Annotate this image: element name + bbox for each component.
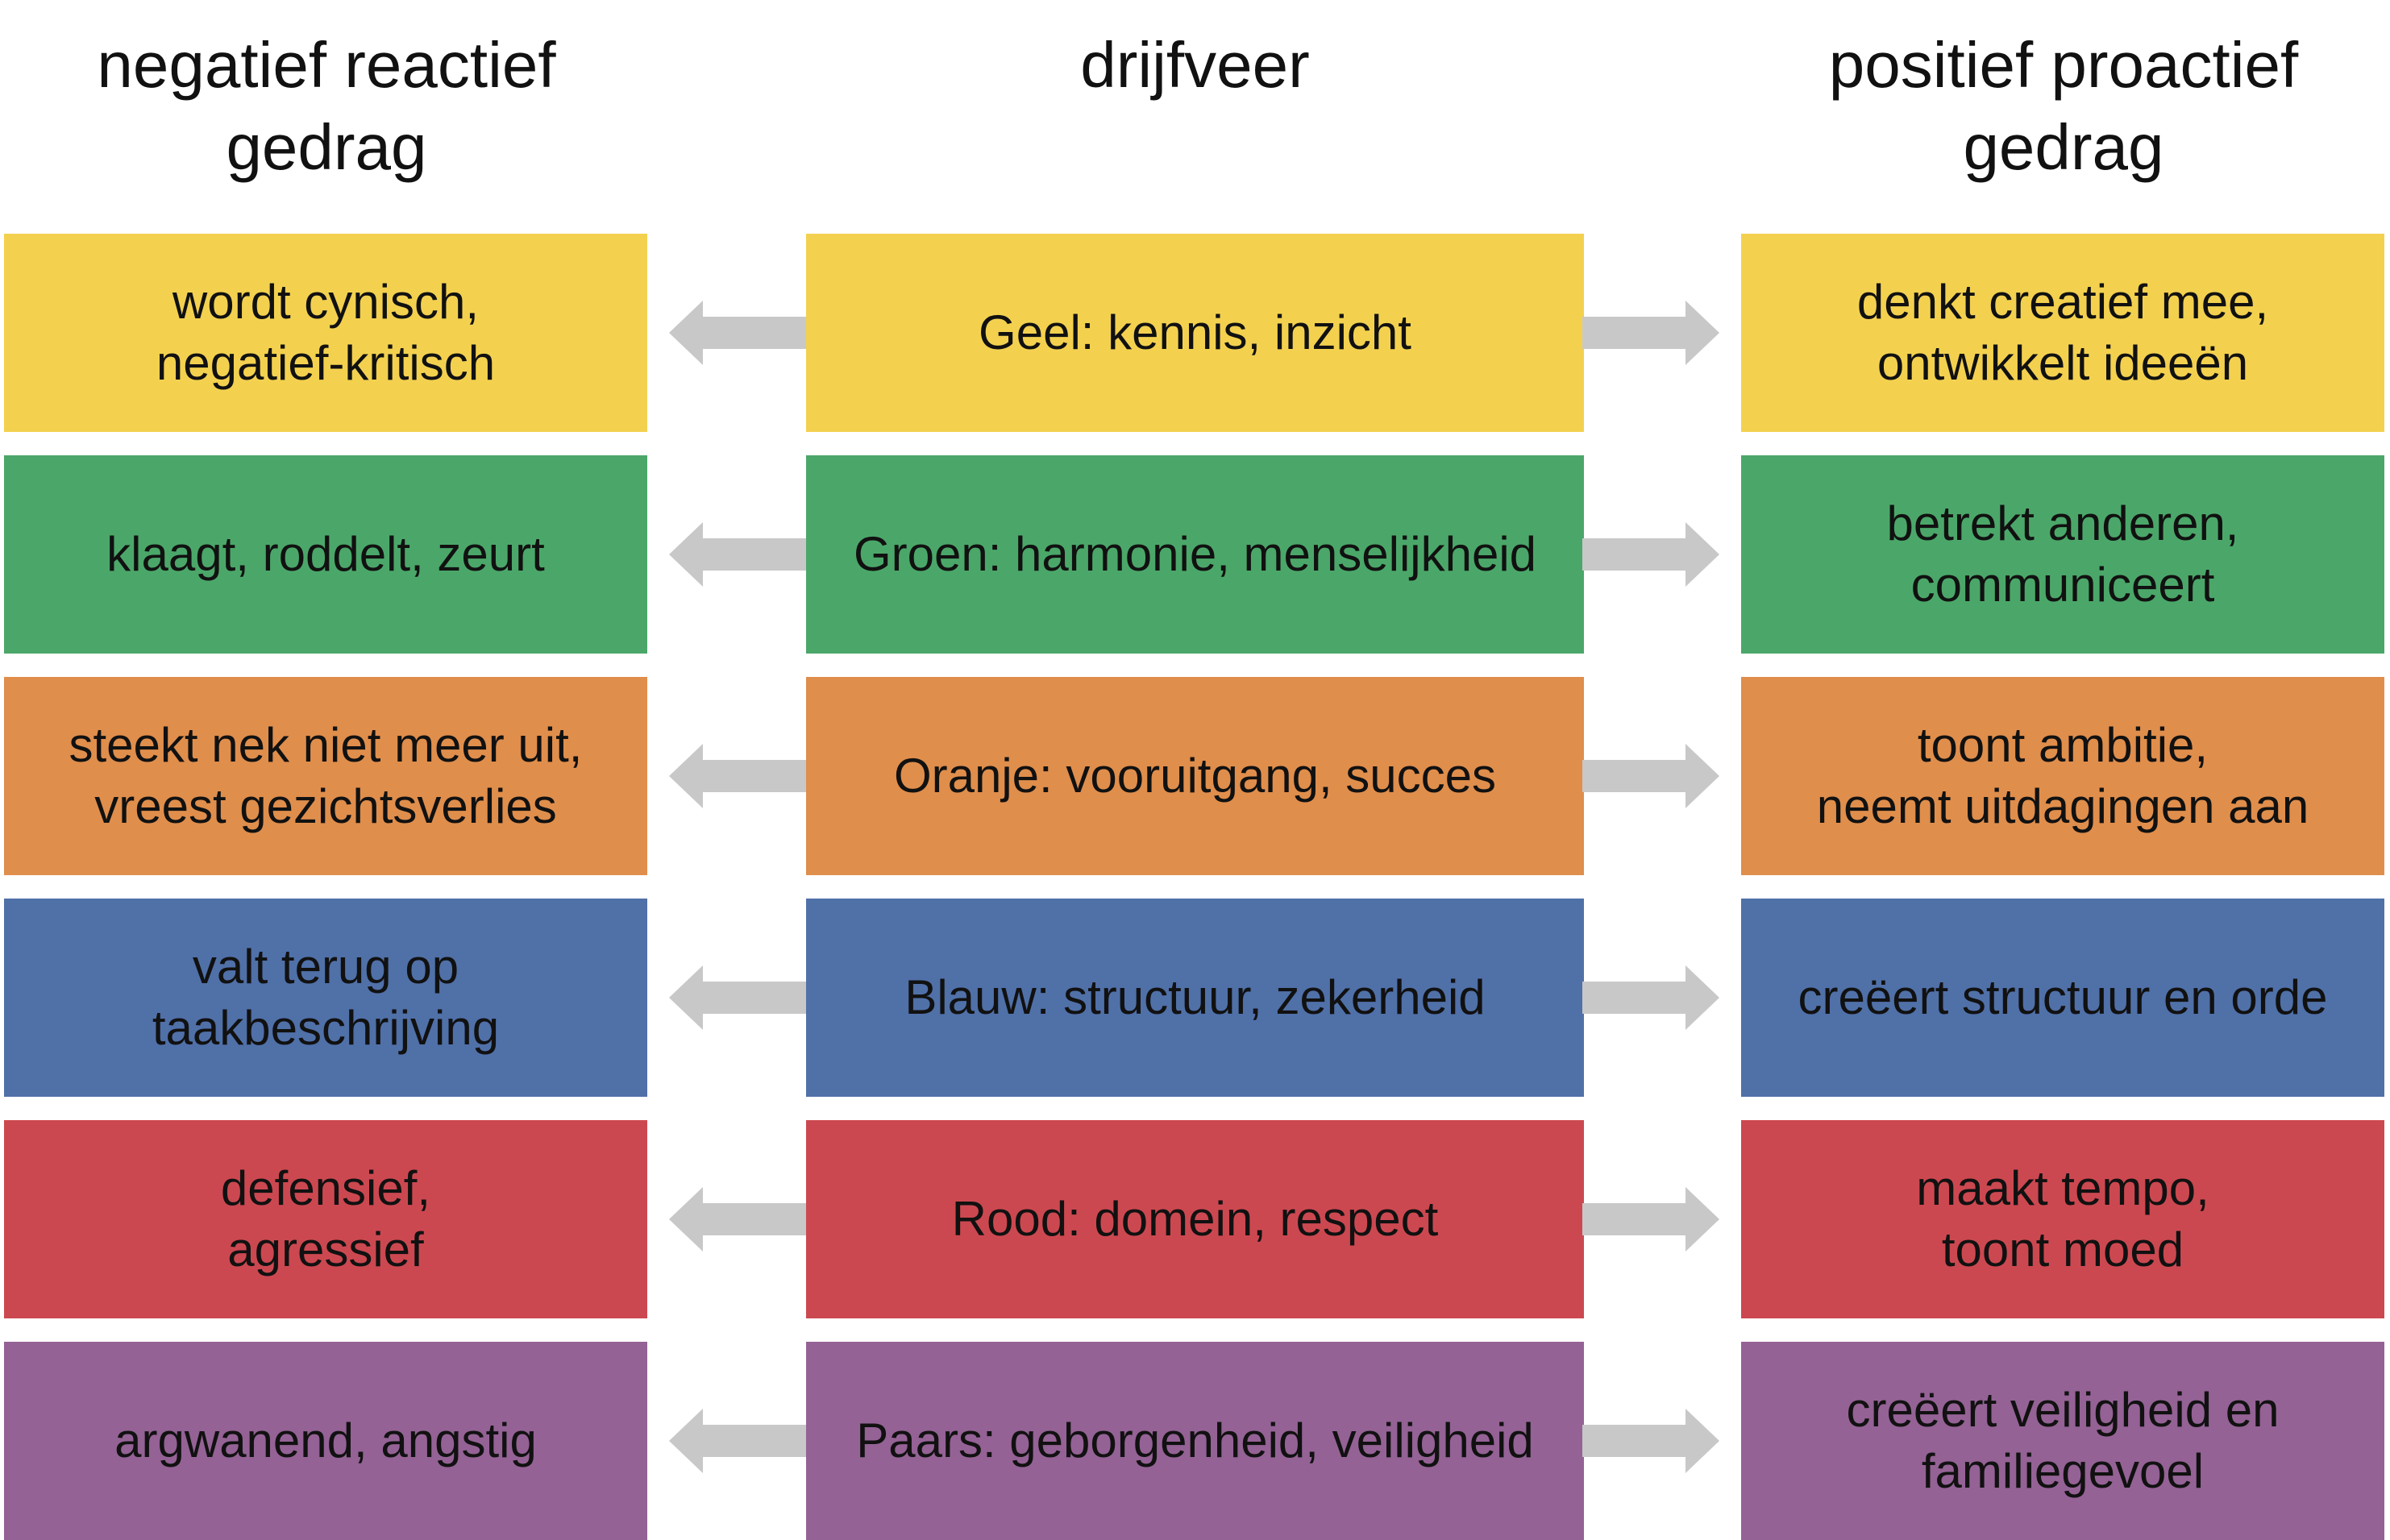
arrow-right-shape	[1582, 301, 1719, 365]
positive-box-green: betrekt anderen, communiceert	[1741, 455, 2384, 654]
arrow-left-shape	[669, 965, 806, 1030]
header-drive: drijfveer	[1080, 29, 1310, 101]
negative-box-orange: steekt nek niet meer uit, vreest gezicht…	[4, 677, 647, 875]
positive-box-purple: creëert veiligheid en familiegevoel	[1741, 1342, 2384, 1540]
arrow-right-icon	[1582, 522, 1719, 587]
arrow-left-icon	[669, 522, 806, 587]
header-negative-behavior: negatief reactief gedrag	[97, 29, 556, 183]
arrow-left-shape	[669, 1187, 806, 1252]
positive-box-orange: toont ambitie, neemt uitdagingen aan	[1741, 677, 2384, 875]
negative-box-green: klaagt, roddelt, zeurt	[4, 455, 647, 654]
drive-box-purple: Paars: geborgenheid, veiligheid	[806, 1342, 1584, 1540]
arrow-right-icon	[1582, 301, 1719, 365]
arrow-left-shape	[669, 301, 806, 365]
arrow-right-shape	[1582, 965, 1719, 1030]
drive-box-yellow: Geel: kennis, inzicht	[806, 234, 1584, 432]
arrow-right-shape	[1582, 522, 1719, 587]
positive-box-yellow: denkt creatief mee, ontwikkelt ideeën	[1741, 234, 2384, 432]
negative-box-red: defensief, agressief	[4, 1120, 647, 1318]
arrow-right-shape	[1582, 1187, 1719, 1252]
drive-box-red: Rood: domein, respect	[806, 1120, 1584, 1318]
arrow-right-icon	[1582, 965, 1719, 1030]
arrow-left-shape	[669, 744, 806, 808]
negative-box-blue: valt terug op taakbeschrijving	[4, 899, 647, 1097]
arrow-left-icon	[669, 1409, 806, 1473]
negative-box-purple: argwanend, angstig	[4, 1342, 647, 1540]
arrow-left-icon	[669, 301, 806, 365]
negative-box-yellow: wordt cynisch, negatief-kritisch	[4, 234, 647, 432]
header-positive-behavior: positief proactief gedrag	[1828, 29, 2299, 183]
arrow-right-icon	[1582, 1187, 1719, 1252]
arrow-left-icon	[669, 1187, 806, 1252]
arrow-left-shape	[669, 522, 806, 587]
positive-box-blue: creëert structuur en orde	[1741, 899, 2384, 1097]
arrow-right-shape	[1582, 1409, 1719, 1473]
drive-box-blue: Blauw: structuur, zekerheid	[806, 899, 1584, 1097]
positive-box-red: maakt tempo, toont moed	[1741, 1120, 2384, 1318]
drive-box-green: Groen: harmonie, menselijkheid	[806, 455, 1584, 654]
drive-box-orange: Oranje: vooruitgang, succes	[806, 677, 1584, 875]
arrow-left-icon	[669, 744, 806, 808]
arrow-right-icon	[1582, 744, 1719, 808]
arrow-right-icon	[1582, 1409, 1719, 1473]
arrow-left-shape	[669, 1409, 806, 1473]
arrow-right-shape	[1582, 744, 1719, 808]
arrow-left-icon	[669, 965, 806, 1030]
